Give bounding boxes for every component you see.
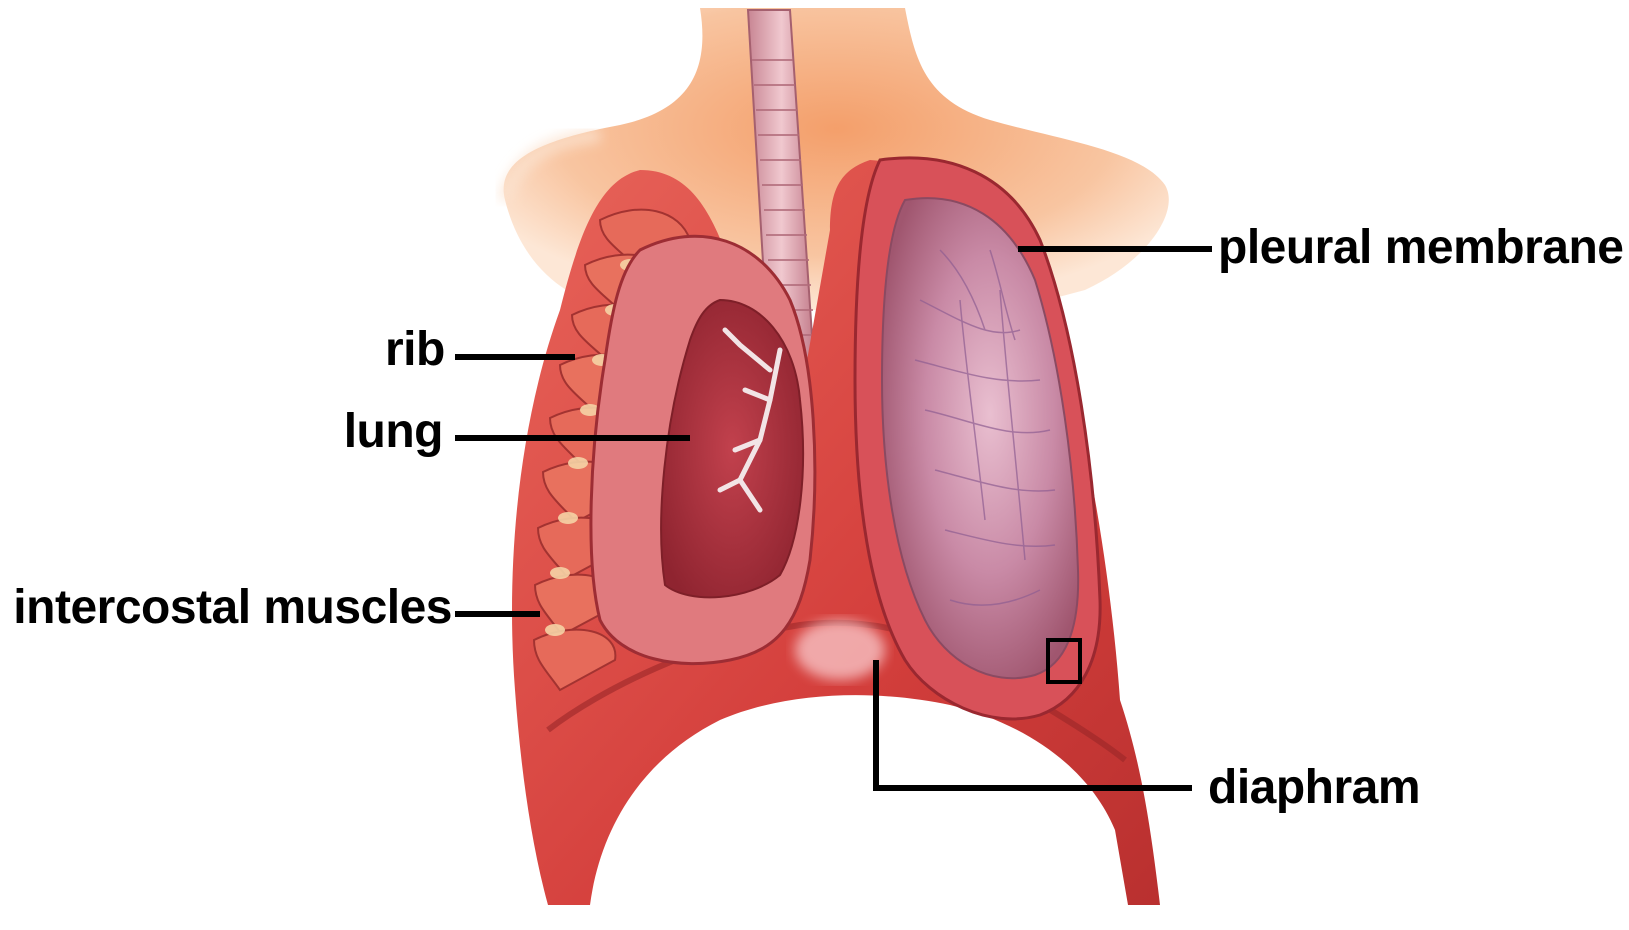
label-pleural-membrane: pleural membrane bbox=[1218, 224, 1623, 272]
diaphragm-highlight bbox=[795, 620, 885, 680]
label-intercostal-muscles: intercostal muscles bbox=[12, 584, 452, 632]
label-lung: lung bbox=[340, 408, 443, 456]
label-rib: rib bbox=[385, 326, 443, 374]
left-lung-cutaway bbox=[591, 236, 815, 663]
label-diaphram: diaphram bbox=[1208, 764, 1420, 812]
